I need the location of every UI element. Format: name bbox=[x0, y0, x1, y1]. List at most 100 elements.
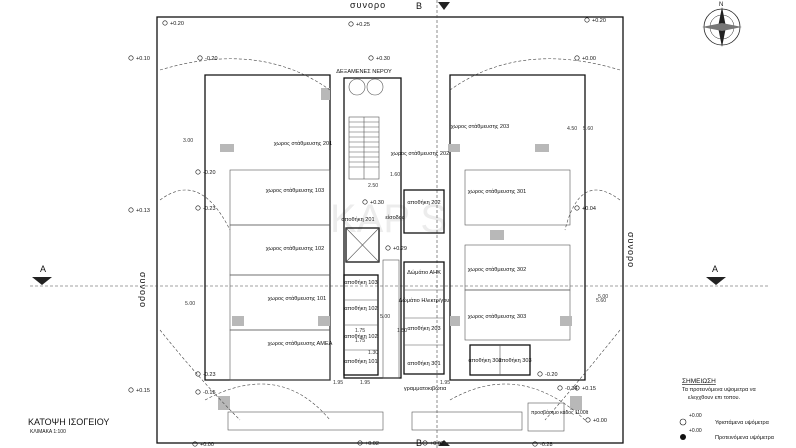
level-value: +0.29 bbox=[393, 246, 407, 252]
dimension-value: 3.00 bbox=[183, 138, 193, 144]
section-arrow-a-left bbox=[32, 277, 52, 285]
dimension-value: 1.60 bbox=[390, 172, 400, 178]
parking-203-label: χωρος στάθμευσης 203 bbox=[451, 123, 510, 130]
level-icon bbox=[192, 441, 198, 447]
storage-103-label: αποθήκη 103 bbox=[344, 279, 377, 286]
level-icon bbox=[368, 55, 374, 61]
level-icon bbox=[357, 440, 363, 446]
level-icon bbox=[574, 205, 580, 211]
plan-title: ΚΑΤΟΨΗ ΙΣΟΓΕΙΟΥ bbox=[28, 417, 109, 427]
level-markers: +0.20+0.25+0.30+0.10+0.20-0.20+0.00-0.20… bbox=[128, 17, 607, 448]
plan-scale: ΚΛΙΜΑΚΑ 1:100 bbox=[30, 429, 66, 435]
dimension-value: 1.75 bbox=[355, 328, 365, 334]
central-core bbox=[343, 77, 402, 379]
level-value: +0.15 bbox=[136, 388, 150, 394]
dimension-value: 1.30 bbox=[368, 350, 378, 356]
existing-level-icon bbox=[679, 418, 687, 426]
parking-103-label: χωρος στάθμευσης 103 bbox=[266, 187, 325, 194]
storage-102-label: αποθήκη 102 bbox=[344, 305, 377, 312]
level-icon bbox=[385, 245, 391, 251]
notes-title: ΣΗΜΕΙΩΣΗ bbox=[682, 378, 716, 385]
wing-right bbox=[449, 74, 586, 381]
storage-203-label: αποθήκη 203 bbox=[407, 325, 440, 332]
section-arrow-a-right bbox=[706, 277, 726, 285]
level-value: -0.23 bbox=[203, 372, 216, 378]
bay-101 bbox=[229, 274, 331, 331]
level-icon bbox=[128, 55, 134, 61]
level-icon bbox=[537, 371, 543, 377]
storage-303-label: αποθήκη 303 bbox=[498, 357, 531, 364]
ramp-strip bbox=[382, 259, 400, 379]
boundary-label-left: συνορο bbox=[138, 272, 148, 308]
section-mark-b-top: B bbox=[416, 1, 422, 11]
legend-proposed: Προτεινόμενα υψόμετρα bbox=[715, 434, 775, 441]
level-value: +0.10 bbox=[136, 56, 150, 62]
entrance-label: είσοδος bbox=[385, 215, 405, 221]
level-icon bbox=[128, 387, 134, 393]
level-value: +0.30 bbox=[370, 200, 384, 206]
svg-text:N: N bbox=[719, 2, 723, 8]
parking-301-label: χωρος στάθμευσης 301 bbox=[468, 188, 527, 195]
level-icon bbox=[574, 385, 580, 391]
level-value: +0.00 bbox=[200, 442, 214, 448]
wing-left bbox=[204, 74, 331, 381]
level-value: +0.02 bbox=[365, 441, 379, 447]
parking-202-label: χωρος στάθμευσης 202 bbox=[391, 150, 450, 157]
bin-area bbox=[527, 402, 565, 432]
bay-103 bbox=[229, 169, 331, 226]
level-value: -0.23 bbox=[203, 206, 216, 212]
level-value: +0.04 bbox=[582, 206, 596, 212]
dimension-value: 2.50 bbox=[368, 183, 378, 189]
level-icon bbox=[197, 55, 203, 61]
section-arrow-b-bottom bbox=[438, 440, 450, 446]
legend-proposed-value: +0.00 bbox=[689, 428, 702, 434]
section-arrow-b-top bbox=[438, 2, 450, 10]
dimension-labels: 3.005.002.501.601.505.001.751.751.305.00… bbox=[183, 126, 608, 386]
level-icon bbox=[584, 17, 590, 23]
boundary-label-top: συνορο bbox=[350, 0, 386, 10]
storage-301-label: αποθήκη 301 bbox=[407, 360, 440, 367]
level-value: +0.25 bbox=[356, 22, 370, 28]
lift-shaft bbox=[345, 227, 380, 263]
bay-301 bbox=[464, 169, 571, 226]
level-value: +0.00 bbox=[593, 418, 607, 424]
level-value: -0.20 bbox=[545, 372, 558, 378]
parking-101-label: χωρος στάθμευσης 101 bbox=[268, 295, 327, 302]
legend-existing: Υφιστάμενα υψόμετρα bbox=[715, 419, 770, 426]
dimension-value: 1.50 bbox=[397, 328, 407, 334]
level-icon bbox=[195, 169, 201, 175]
level-value: -0.28 bbox=[540, 442, 553, 448]
storage-302-label: αποθήκη 302 bbox=[468, 357, 501, 364]
storage-102b-label: αποθήκη 102 bbox=[344, 333, 377, 340]
level-icon bbox=[585, 417, 591, 423]
dimension-value: 4.50 bbox=[567, 126, 577, 132]
watermark: ΚΑΡ S bbox=[330, 197, 447, 241]
parking-amea-label: χωρος στάθμευσης ΑΜΕΑ bbox=[268, 340, 333, 347]
level-icon bbox=[195, 371, 201, 377]
storage-202-label: αποθήκη 202 bbox=[407, 199, 440, 206]
planter-left bbox=[227, 411, 384, 431]
section-mark-b-bottom: B bbox=[416, 438, 422, 448]
parking-303-label: χωρος στάθμευσης 303 bbox=[468, 313, 527, 320]
entrance-block bbox=[403, 189, 445, 234]
level-value: +0.20 bbox=[170, 21, 184, 27]
level-icon bbox=[162, 20, 168, 26]
parking-201-label: χωρος στάθμευσης 201 bbox=[274, 140, 333, 147]
level-icon bbox=[195, 389, 201, 395]
level-value: +0.13 bbox=[136, 208, 150, 214]
level-icon bbox=[557, 385, 563, 391]
columns bbox=[218, 88, 582, 410]
level-icon bbox=[532, 441, 538, 447]
level-icon bbox=[574, 55, 580, 61]
level-value: -0.20 bbox=[205, 56, 218, 62]
parking-302-label: χωρος στάθμευσης 302 bbox=[468, 266, 527, 273]
planter-right bbox=[411, 411, 523, 431]
storage-201-label: αποθήκη 201 bbox=[341, 216, 374, 223]
notes-line2: ελεγχθουν επι τοπου. bbox=[688, 395, 741, 401]
plot-boundary bbox=[156, 16, 624, 444]
notes-line1: Τα προτεινόμενα υψομετρα να bbox=[682, 386, 756, 393]
dimension-value: 5.00 bbox=[598, 294, 608, 300]
level-icon bbox=[422, 440, 428, 446]
level-value: -0.20 bbox=[203, 170, 216, 176]
